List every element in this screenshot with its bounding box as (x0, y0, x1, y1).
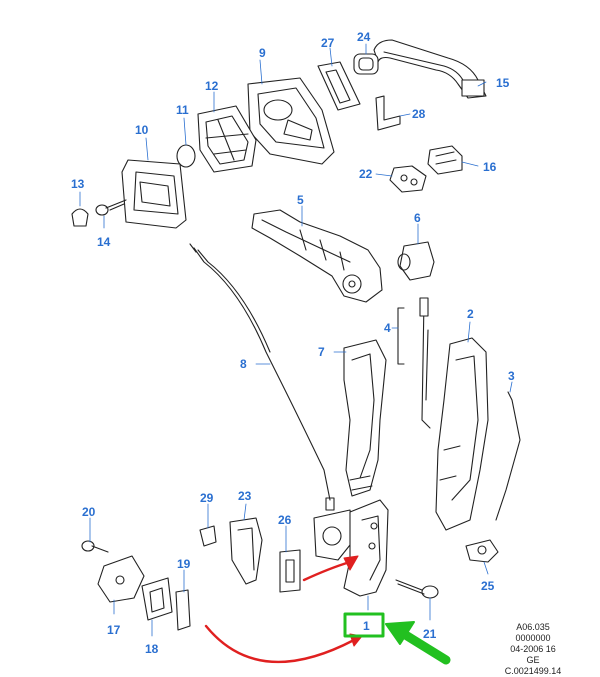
callout-6: 6 (414, 211, 421, 225)
part-bolt-21 (395, 579, 439, 599)
part-handle-mechanism (251, 209, 383, 303)
callout-4: 4 (384, 321, 391, 335)
part-striker-19 (175, 589, 191, 631)
part-rod-3 (495, 391, 521, 521)
reference-line-1: A06.035 (516, 622, 550, 632)
part-actuator (397, 241, 435, 281)
callout-19: 19 (177, 557, 191, 571)
callout-26: 26 (278, 513, 292, 527)
callout-3: 3 (508, 369, 515, 383)
highlight-box (343, 612, 385, 638)
callout-25: 25 (481, 579, 495, 593)
callout-10: 10 (135, 123, 149, 137)
reference-line-3: 04-2006 16 (510, 644, 556, 654)
part-switch (389, 165, 427, 193)
callout-15: 15 (496, 76, 510, 90)
callout-17: 17 (107, 623, 121, 637)
callout-7: 7 (318, 345, 325, 359)
callout-14: 14 (97, 235, 111, 249)
part-cable (189, 243, 335, 511)
callout-12: 12 (205, 79, 219, 93)
part-trim-frame (121, 159, 187, 229)
callout-11: 11 (176, 103, 189, 117)
part-latch-housing (435, 337, 489, 531)
reference-code: A06.035 0000000 04-2006 16 GE C.0021499.… (478, 622, 588, 677)
part-lock-cover (343, 339, 387, 497)
reference-line-4: GE (526, 655, 540, 665)
reference-line-2: 0000000 (515, 633, 551, 643)
part-plate-18 (141, 577, 173, 621)
callout-16: 16 (483, 160, 497, 174)
callout-28: 28 (412, 107, 426, 121)
callout-8: 8 (240, 357, 247, 371)
reference-line-5: C.0021499.14 (504, 666, 562, 676)
part-rods (397, 297, 431, 429)
part-door-latch (313, 499, 389, 597)
part-handle-seal (353, 53, 379, 75)
callout-22: 22 (359, 167, 373, 181)
part-bracket-23 (229, 517, 263, 585)
part-gasket-12 (197, 105, 257, 173)
part-bracket-17 (97, 555, 145, 603)
part-screw-cap (71, 208, 89, 227)
callout-2: 2 (467, 307, 474, 321)
callout-1: 1 (363, 619, 370, 633)
part-clip-29 (199, 525, 217, 547)
part-gasket-26 (279, 549, 301, 593)
part-gasket-27 (317, 61, 361, 111)
callout-5: 5 (297, 193, 304, 207)
callout-23: 23 (238, 489, 252, 503)
part-screw-20 (81, 540, 109, 553)
part-l-bracket (375, 95, 401, 131)
callout-27: 27 (321, 36, 335, 50)
part-exterior-handle (373, 39, 487, 99)
callout-13: 13 (71, 177, 85, 191)
callout-21: 21 (423, 627, 437, 641)
callout-9: 9 (259, 46, 266, 60)
callout-18: 18 (145, 642, 159, 656)
part-bezel (247, 77, 335, 165)
part-screw-14 (95, 199, 127, 216)
highlight-arrow (385, 621, 451, 665)
callout-24: 24 (357, 30, 371, 44)
part-connector (427, 145, 463, 175)
callout-20: 20 (82, 505, 96, 519)
callout-29: 29 (200, 491, 214, 505)
part-clip-25 (465, 539, 499, 563)
